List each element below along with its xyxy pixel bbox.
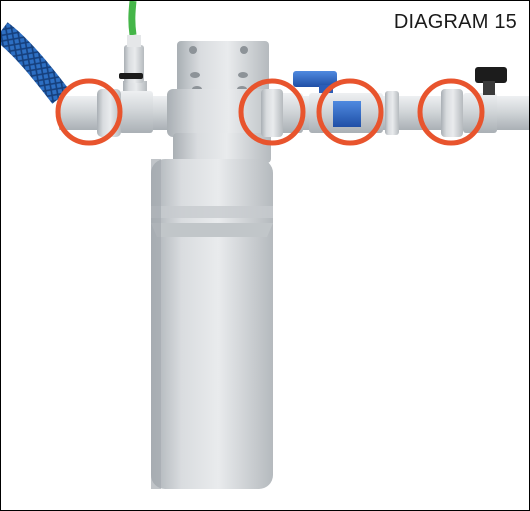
cartridge-grip [151,223,273,237]
mount-hole [238,72,248,78]
diagram-label: DIAGRAM 15 [393,11,517,33]
mount-hole [189,46,197,54]
tee-fitting [119,91,153,133]
outlet-body [277,93,303,133]
mount-hole [190,72,200,78]
callout-circle-head-outlet [238,78,306,146]
callout-circle-inlet [55,78,123,146]
shutoff-handle [475,67,507,83]
adapter-nut [127,35,141,47]
green-tube [128,1,137,36]
callout-circle-blue-valve [316,78,384,146]
mount-hole [240,46,248,54]
cartridge-band [151,206,273,218]
filter-head-plate [177,41,269,99]
black-clip [119,73,143,79]
blue-valve-insert [333,101,361,127]
braided-supply-hose [1,22,70,104]
callout-circle-shutoff [417,78,485,146]
blue-valve-handle [293,71,337,87]
shutoff-nut [441,89,463,137]
union-nut [385,91,399,135]
right-pipe-end [497,96,529,130]
outlet-nut [261,89,283,137]
cartridge-shadow [151,159,161,489]
shutoff-stem [483,81,495,95]
filter-head-body [167,89,279,137]
filter-cartridge [151,159,273,489]
filter-head-collar [173,133,271,163]
